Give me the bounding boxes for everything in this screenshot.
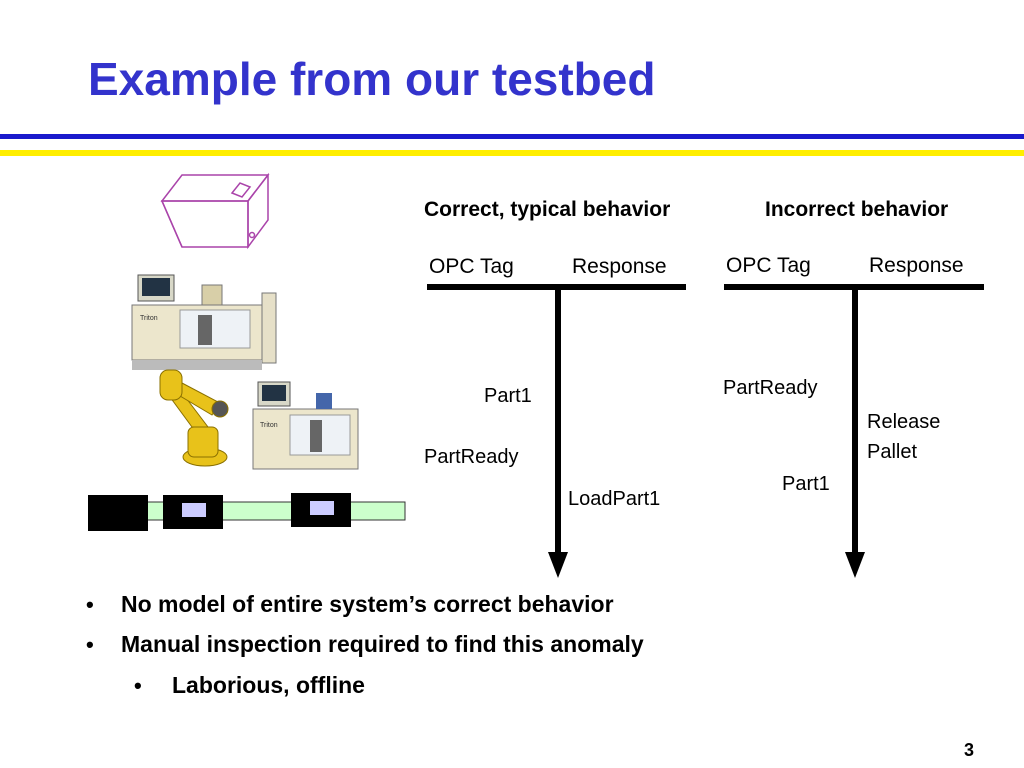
incorrect-behavior-heading: Incorrect behavior	[765, 198, 949, 221]
robot-arm-icon	[159, 369, 229, 467]
sub-bullet-item: Laborious, offline	[172, 672, 365, 698]
page-number: 3	[964, 740, 975, 760]
incorrect-response-release: Release	[867, 411, 941, 433]
title-rule-yellow	[0, 150, 1024, 156]
incorrect-tag-partready: PartReady	[723, 377, 818, 399]
incorrect-response-header: Response	[869, 254, 964, 277]
incorrect-opc-tag-header: OPC Tag	[726, 254, 811, 277]
correct-response-header: Response	[572, 255, 667, 278]
cnc-machine-1-icon: Triton	[131, 274, 277, 370]
sub-bullet-dot: •	[134, 673, 142, 698]
correct-tag-partready: PartReady	[424, 446, 519, 468]
cnc-machine-1-label: Triton	[140, 315, 158, 322]
cnc-machine-2-label: Triton	[260, 422, 278, 429]
correct-timeline-arrow	[548, 284, 568, 578]
testbed-illustration: Triton Triton	[88, 172, 406, 531]
conveyor-icon	[88, 493, 406, 531]
correct-response-loadpart1: LoadPart1	[568, 488, 661, 510]
correct-tag-part1: Part1	[484, 385, 532, 407]
correct-opc-tag-header: OPC Tag	[429, 255, 514, 278]
correct-behavior-heading: Correct, typical behavior	[424, 198, 671, 221]
incorrect-response-pallet: Pallet	[867, 441, 918, 463]
cnc-machine-2-icon: Triton	[252, 381, 359, 470]
incorrect-tag-part1: Part1	[782, 473, 830, 495]
bullet-item: No model of entire system’s correct beha…	[121, 591, 614, 617]
slide-title: Example from our testbed	[88, 53, 656, 105]
bullet-item: Manual inspection required to find this …	[121, 631, 644, 657]
bullet-dot: •	[86, 592, 94, 617]
bullet-dot: •	[86, 632, 94, 657]
title-rule-blue	[0, 134, 1024, 139]
part-box-icon	[160, 172, 270, 250]
incorrect-timeline-arrow	[845, 284, 865, 578]
